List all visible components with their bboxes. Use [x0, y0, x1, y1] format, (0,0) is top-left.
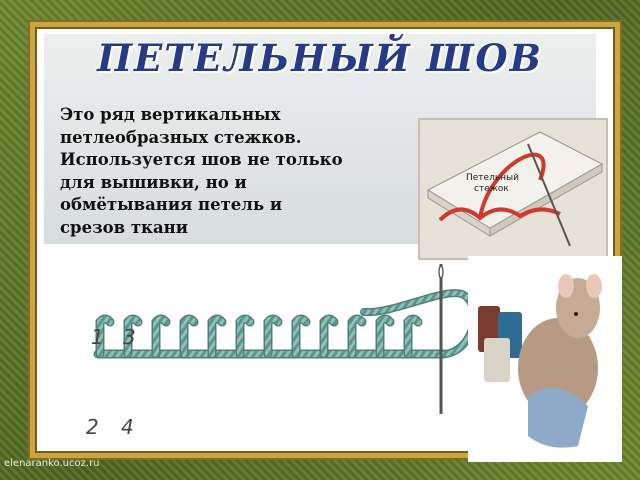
stitch-loop-fill [125, 316, 141, 357]
slide-description: Это ряд вертикальных петлеобразных стежк… [60, 105, 343, 237]
stitch-illustration: Петельный стежок [418, 118, 608, 260]
diagram-number-4: 4 [121, 415, 134, 434]
stitch-loop-fill [349, 316, 365, 357]
stitch-loop-fill [97, 316, 113, 357]
diagram-number-1: 1 [91, 325, 104, 349]
stitch-loop-fill [405, 316, 421, 357]
stitch-loop-fill [293, 316, 309, 357]
diagram-number-2: 2 [86, 415, 99, 434]
stitch-loops [95, 314, 423, 359]
stitch-label-2: стежок [474, 184, 509, 194]
stitch-loop-fill [321, 316, 337, 357]
slide-title: ПЕТЕЛЬНЫЙ ШОВ [97, 36, 543, 80]
stitch-loop-fill [265, 316, 281, 357]
stitch-loop-fill [209, 316, 225, 357]
stitch-loop-fill [377, 316, 393, 357]
stitch-loop-fill [237, 316, 253, 357]
stitch-label: Петельный [466, 173, 519, 183]
stitch-loop-fill [181, 316, 197, 357]
mouse-sewing-picture [468, 256, 622, 462]
diagram-number-3: 3 [123, 325, 136, 349]
buttonhole-stitch-diagram: 1 3 2 4 [86, 264, 474, 434]
stitch-loop-fill [153, 316, 169, 357]
watermark: elenaranko.ucoz.ru [4, 458, 100, 469]
